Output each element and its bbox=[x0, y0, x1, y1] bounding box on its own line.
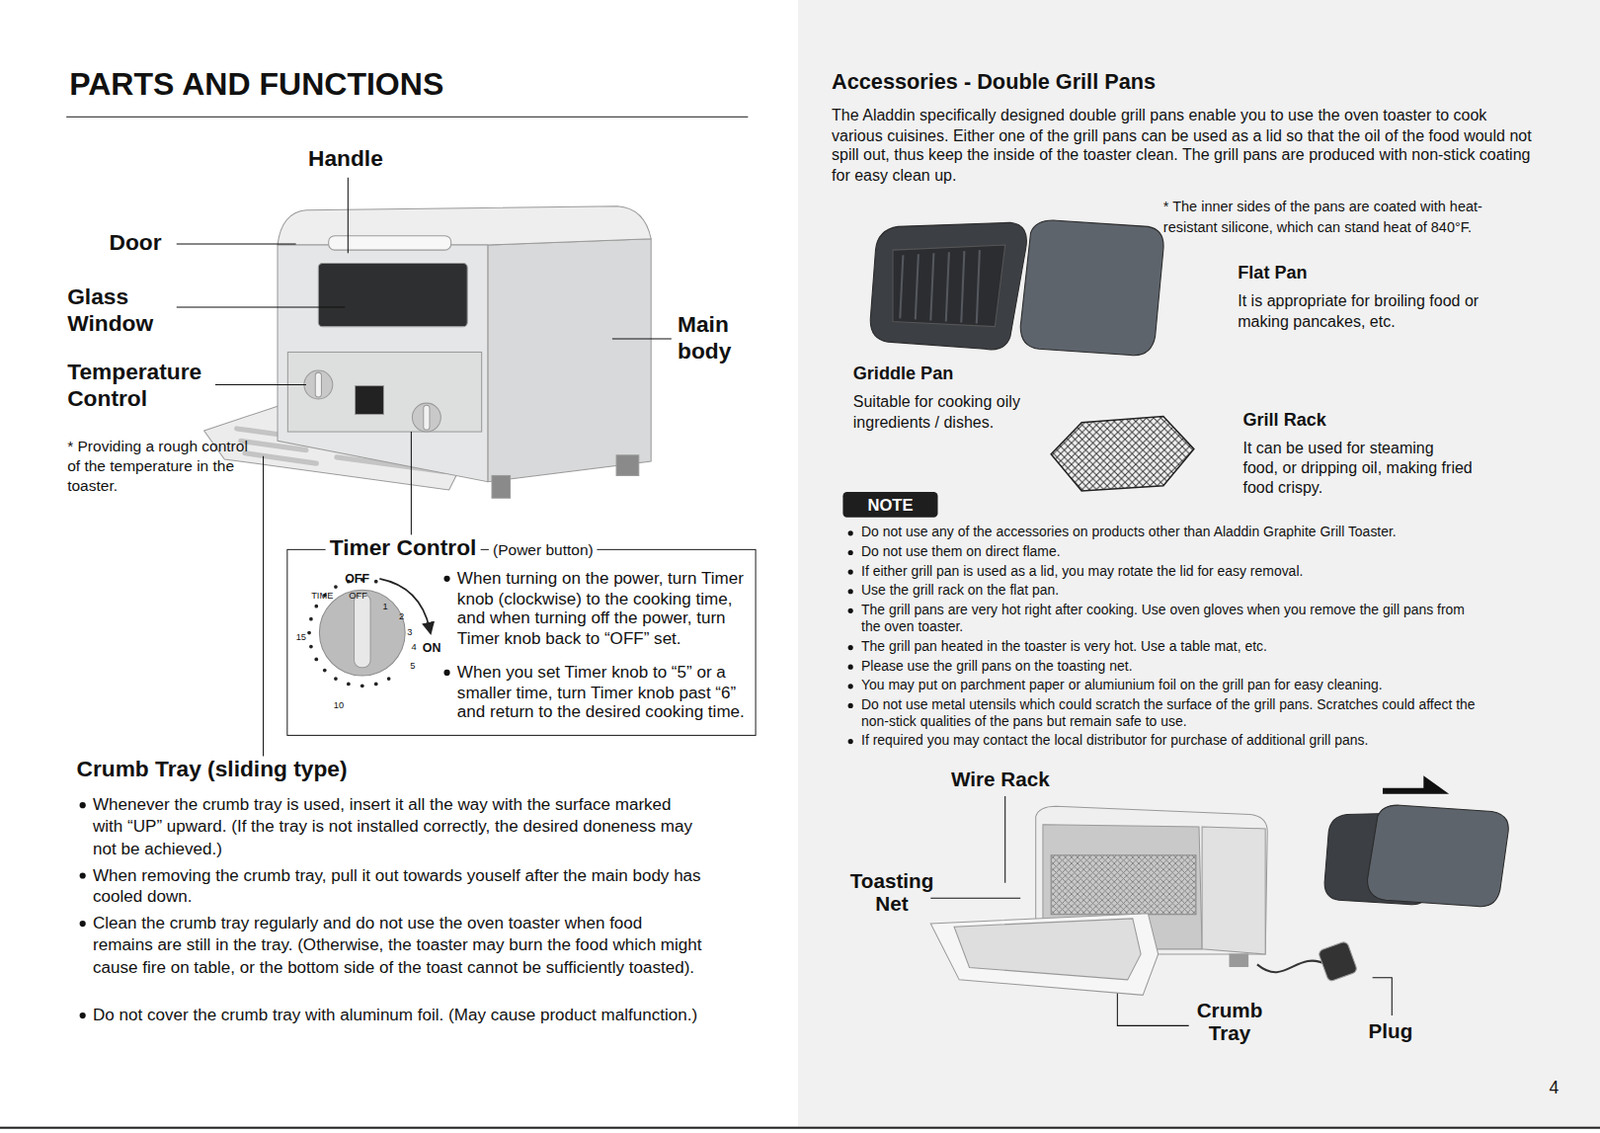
note-bullet: You may put on parchment paper or alumiu… bbox=[861, 677, 1489, 695]
page-number: 4 bbox=[1548, 1078, 1559, 1097]
bullet-text: When removing the crumb tray, pull it ou… bbox=[92, 864, 706, 908]
dial-mark: OFF bbox=[344, 572, 370, 585]
bullet-dot bbox=[848, 663, 854, 669]
small-pans bbox=[1324, 775, 1509, 906]
dial-mark: 10 bbox=[333, 701, 344, 711]
note-bullet: Do not use any of the accessories on pro… bbox=[861, 524, 1489, 542]
title-rule bbox=[66, 116, 748, 118]
bottom-rule bbox=[0, 1126, 1600, 1129]
badge-text: NOTE bbox=[842, 495, 938, 514]
dial-dot bbox=[333, 584, 338, 589]
dial-mark: 3 bbox=[406, 627, 412, 637]
dial-mark: 5 bbox=[409, 661, 415, 671]
part-label: Main body bbox=[677, 311, 749, 366]
bullet-text: Do not cover the crumb tray with aluminu… bbox=[92, 1004, 706, 1027]
bullet-text: When turning on the power, turn Timer kn… bbox=[457, 567, 759, 648]
note-bullet: If required you may contact the local di… bbox=[861, 732, 1489, 750]
note-bullet: Use the grill rack on the flat pan. bbox=[861, 582, 1489, 600]
open-toaster bbox=[930, 805, 1358, 995]
dial-dot bbox=[314, 604, 319, 609]
bullet-dot bbox=[848, 530, 854, 536]
bullet-dot bbox=[443, 669, 450, 676]
bullet-dot bbox=[848, 607, 854, 613]
accessory-name: Griddle Pan bbox=[853, 363, 954, 386]
bullet-dot bbox=[848, 683, 854, 689]
box-heading: Timer Control bbox=[325, 534, 481, 561]
accessory-name: Flat Pan bbox=[1237, 262, 1307, 285]
grill-pans bbox=[870, 220, 1195, 491]
part-label: Wire Rack bbox=[951, 767, 1050, 791]
dial-dot bbox=[333, 676, 338, 681]
dial-dot bbox=[374, 682, 379, 687]
dial-dot bbox=[309, 644, 314, 649]
dial-mark: 1 bbox=[382, 602, 388, 612]
bullet-dot bbox=[848, 643, 854, 649]
dial-mark: ON bbox=[422, 641, 442, 654]
toaster-illustration bbox=[204, 206, 652, 498]
note-text: * Providing a rough control of the tempe… bbox=[67, 435, 256, 495]
dial-mark: 15 bbox=[296, 633, 307, 642]
dial-mark: OFF bbox=[348, 591, 368, 601]
dial-mark: 2 bbox=[399, 612, 404, 622]
box-subheading: (Power button) bbox=[488, 541, 598, 560]
bullet-dot bbox=[848, 738, 854, 744]
part-label: Door bbox=[109, 229, 162, 256]
bullet-text: When you set Timer knob to “5” or a smal… bbox=[457, 662, 759, 722]
bullet-dot bbox=[80, 1012, 86, 1019]
part-label: Glass Window bbox=[67, 283, 180, 338]
part-label: Handle bbox=[308, 146, 384, 173]
bullet-dot bbox=[848, 588, 854, 594]
part-label: Temperature Control bbox=[67, 359, 221, 414]
note-bullet: The grill pans are very hot right after … bbox=[861, 602, 1474, 636]
dial-dot bbox=[322, 668, 327, 673]
part-label: Crumb Tray bbox=[1187, 999, 1274, 1044]
page-title: PARTS AND FUNCTIONS bbox=[69, 67, 444, 102]
bullet-dot bbox=[80, 920, 86, 927]
bullet-dot bbox=[80, 801, 86, 808]
part-label: Toasting Net bbox=[842, 869, 941, 914]
dial-dot bbox=[309, 617, 314, 622]
note-badge: NOTE bbox=[842, 491, 938, 518]
body-text: Suitable for cooking oily ingredients / … bbox=[853, 392, 1058, 432]
body-text: It can be used for steaming food, or dri… bbox=[1242, 437, 1472, 497]
part-label: Crumb Tray (sliding type) bbox=[76, 756, 347, 784]
dial-dot bbox=[360, 683, 365, 688]
section-heading: Accessories - Double Grill Pans bbox=[831, 68, 1156, 94]
dial-mark: 4 bbox=[410, 642, 416, 652]
body-text: It is appropriate for broiling food or m… bbox=[1237, 290, 1504, 330]
dial-dot bbox=[314, 657, 319, 662]
dial-dot bbox=[374, 579, 379, 584]
bullet-dot bbox=[848, 568, 854, 574]
bullet-dot bbox=[443, 574, 450, 581]
bullet-text: Whenever the crumb tray is used, insert … bbox=[92, 794, 706, 860]
dial-mark: TIME bbox=[311, 591, 333, 601]
bullet-dot bbox=[848, 702, 854, 708]
note-bullet: Do not use metal utensils which could sc… bbox=[861, 697, 1484, 730]
accessory-name: Grill Rack bbox=[1242, 408, 1326, 431]
part-label: Plug bbox=[1368, 1019, 1414, 1042]
dial-dot bbox=[346, 682, 351, 687]
note-bullet: The grill pan heated in the toaster is v… bbox=[861, 639, 1489, 656]
dial-dot bbox=[387, 676, 392, 681]
dial-dot bbox=[307, 631, 312, 636]
leader-lines bbox=[176, 177, 1393, 1027]
note-bullet: Do not use them on direct flame. bbox=[861, 544, 1489, 561]
bullet-dot bbox=[80, 872, 86, 879]
timer-dial bbox=[307, 577, 430, 688]
note-text: * The inner sides of the pans are coated… bbox=[1163, 196, 1516, 237]
body-text: The Aladdin specifically designed double… bbox=[831, 104, 1541, 185]
note-bullet: Please use the grill pans on the toastin… bbox=[861, 657, 1489, 675]
note-bullet: If either grill pan is used as a lid, yo… bbox=[861, 562, 1489, 580]
bullet-dot bbox=[848, 549, 854, 555]
bullet-text: Clean the crumb tray regularly and do no… bbox=[92, 912, 706, 978]
